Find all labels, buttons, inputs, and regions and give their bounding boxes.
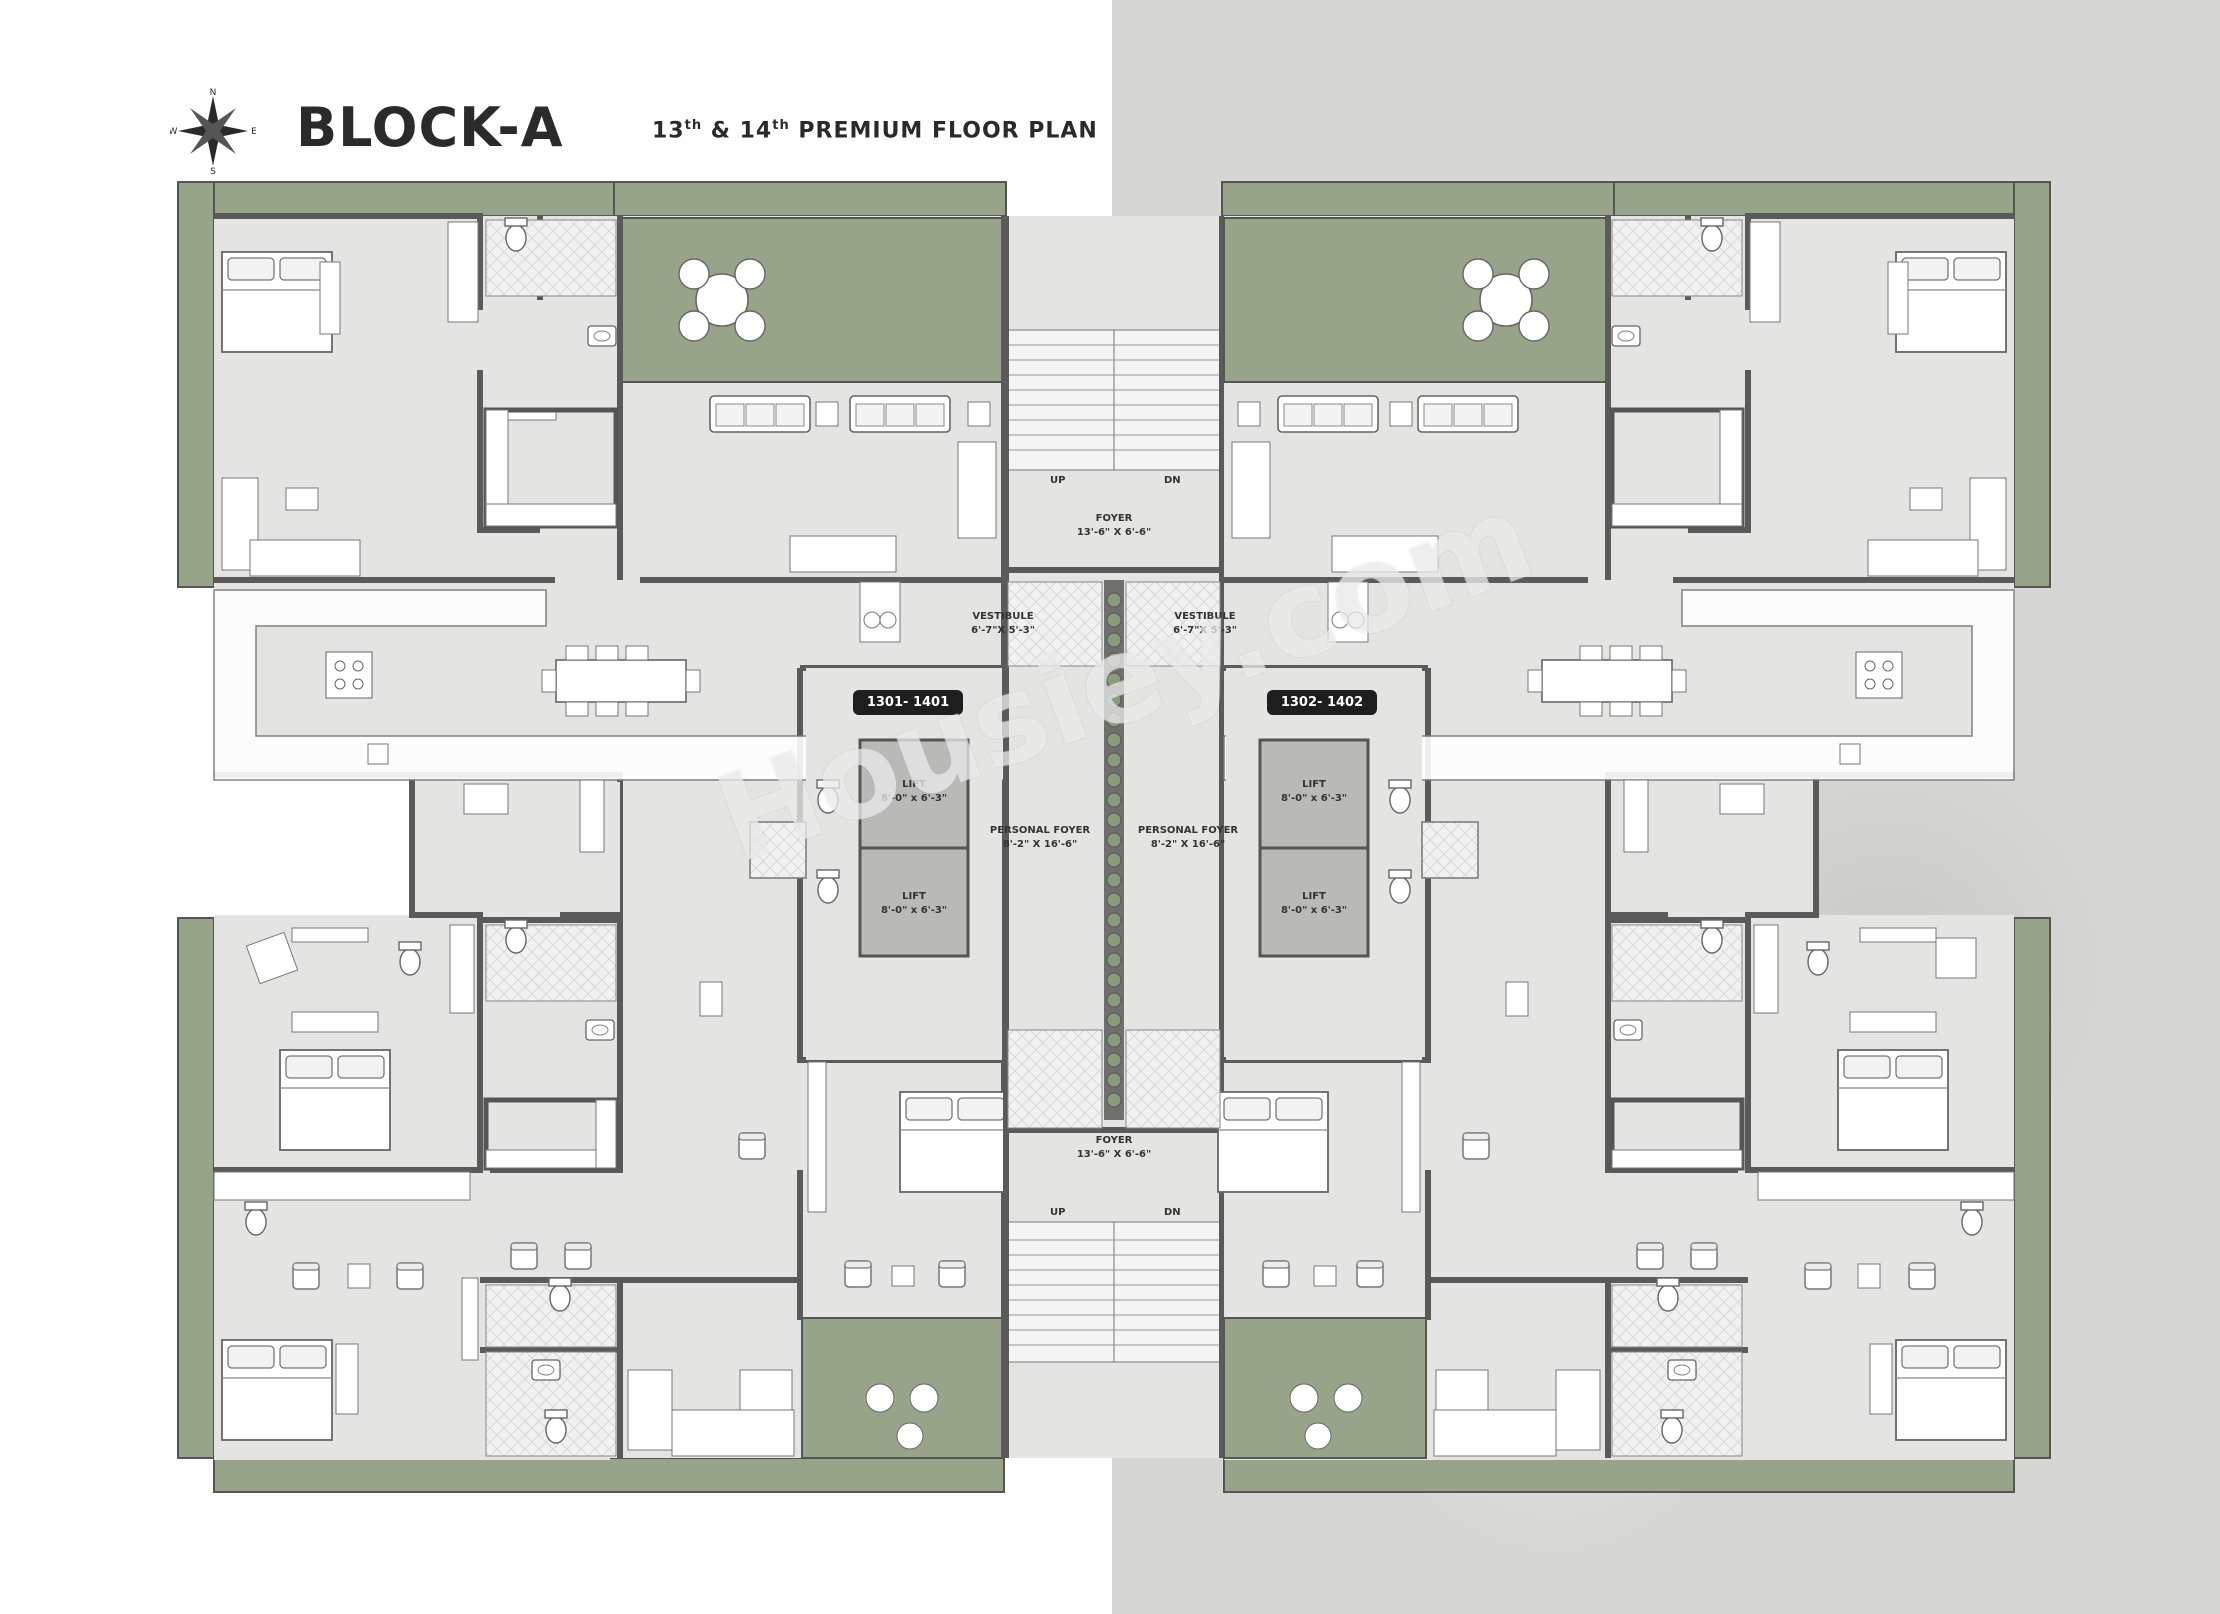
- compass-e: E: [251, 127, 256, 137]
- title-amp: &: [702, 118, 740, 144]
- title-rest: PREMIUM FLOOR PLAN: [789, 118, 1098, 144]
- lift-1-size: 8'-0" x 6'-3": [880, 793, 948, 804]
- foyer-top-name: FOYER: [1095, 513, 1133, 524]
- stairs-bottom-dn: DN: [1164, 1207, 1181, 1218]
- floor-2-sup: th: [772, 118, 790, 133]
- compass-s: S: [210, 167, 216, 174]
- stairs-bottom-up: UP: [1050, 1207, 1066, 1218]
- lift-2-name: LIFT: [902, 891, 926, 902]
- page-title: BLOCK-A: [296, 96, 564, 159]
- page-subtitle: 13th & 14th PREMIUM FLOOR PLAN: [652, 118, 1098, 143]
- foyer-top-size: 13'-6" X 6'-6": [1076, 527, 1152, 538]
- compass-w: W: [170, 127, 178, 137]
- floor-1: 13: [652, 118, 685, 144]
- personal-foyer-left-name: PERSONAL FOYER: [989, 825, 1091, 836]
- lift-3-name: LIFT: [1302, 779, 1326, 790]
- lift-4-size: 8'-0" x 6'-3": [1280, 905, 1348, 916]
- stairs-top-up: UP: [1050, 475, 1066, 486]
- personal-foyer-right-name: PERSONAL FOYER: [1137, 825, 1239, 836]
- lift-4-name: LIFT: [1302, 891, 1326, 902]
- floor-2: 14: [739, 118, 773, 144]
- personal-foyer-right-size: 8'-2" X 16'-6": [1150, 839, 1226, 850]
- vestibule-left-name: VESTIBULE: [972, 611, 1034, 622]
- unit-badge-left: 1301- 1401: [853, 690, 963, 715]
- floor-1-sup: th: [684, 118, 703, 133]
- vestibule-left-size: 6'-7"X 5'-3": [971, 625, 1035, 636]
- stairs-top-dn: DN: [1164, 475, 1181, 486]
- lift-1-name: LIFT: [902, 779, 926, 790]
- vestibule-right-name: VESTIBULE: [1174, 611, 1236, 622]
- compass-n: N: [210, 88, 217, 98]
- compass-icon: N S E W: [170, 88, 256, 174]
- foyer-bottom-name: FOYER: [1095, 1135, 1133, 1146]
- lift-3-size: 8'-0" x 6'-3": [1280, 793, 1348, 804]
- foyer-bottom-size: 13'-6" X 6'-6": [1076, 1149, 1152, 1160]
- lift-2-size: 8'-0" x 6'-3": [880, 905, 948, 916]
- unit-badge-right: 1302- 1402: [1267, 690, 1377, 715]
- vestibule-right-size: 6'-7"X 5'-3": [1173, 625, 1237, 636]
- personal-foyer-left-size: 8'-2" X 16'-6": [1002, 839, 1078, 850]
